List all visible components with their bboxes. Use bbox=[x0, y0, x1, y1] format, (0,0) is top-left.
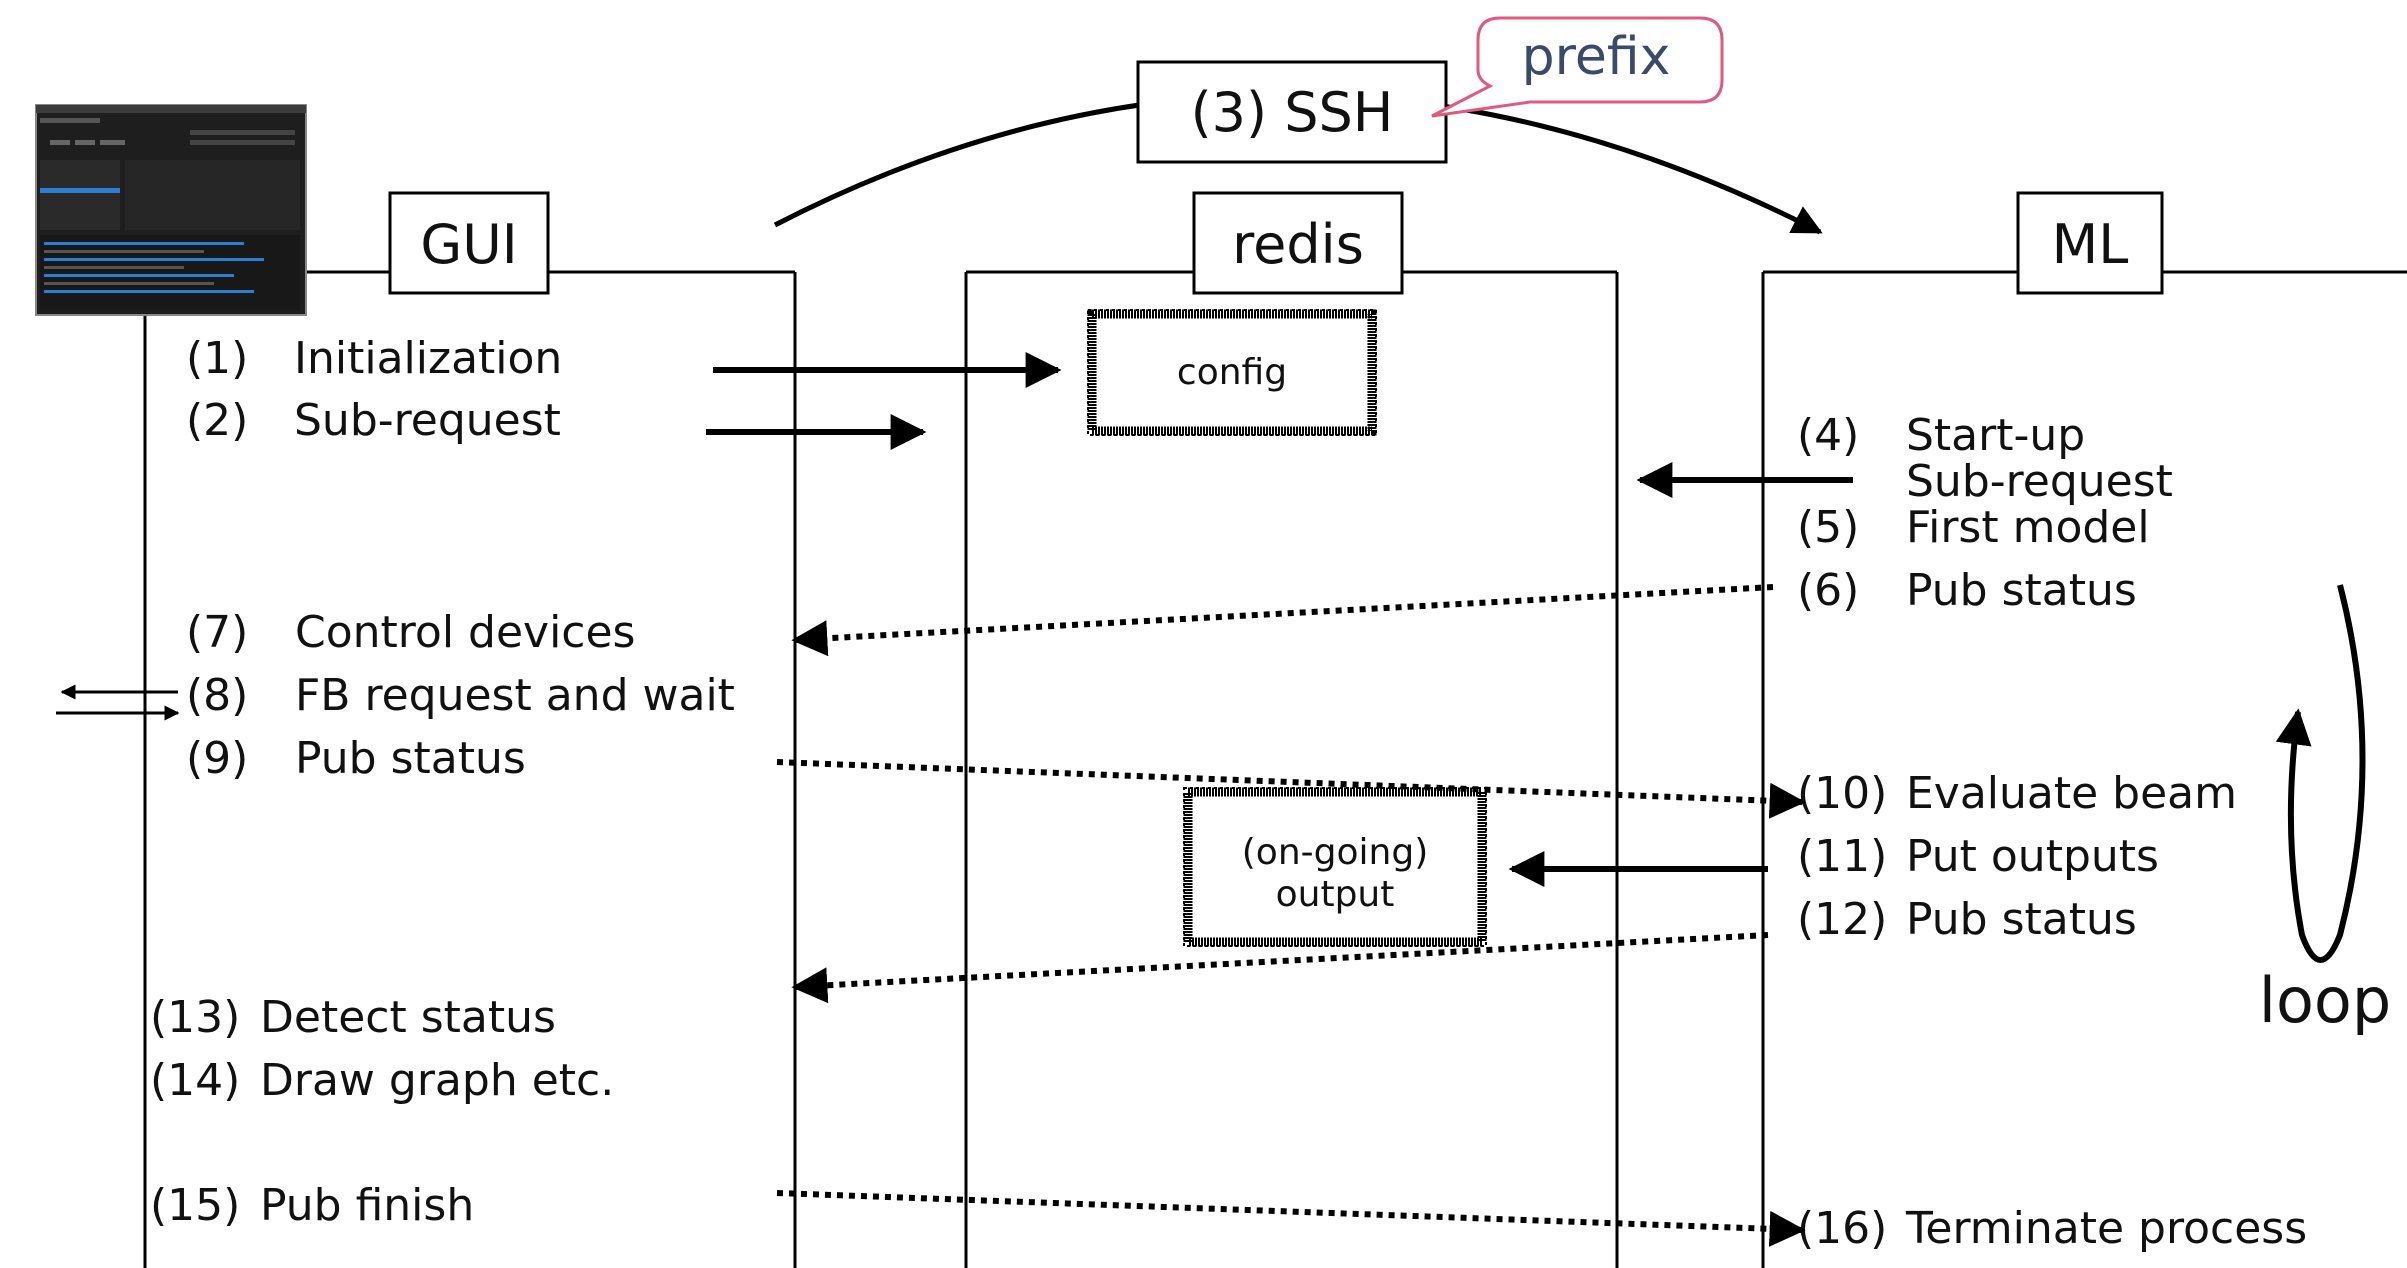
step-label: Draw graph etc. bbox=[260, 1055, 614, 1106]
step-number: (2) bbox=[186, 395, 248, 446]
loop-label: loop bbox=[2259, 964, 2391, 1037]
step-number: (1) bbox=[186, 333, 248, 384]
step-label: Pub finish bbox=[260, 1180, 474, 1231]
step-number: (11) bbox=[1797, 831, 1887, 882]
step-label: Terminate process bbox=[1905, 1203, 2307, 1254]
step-number: (4) bbox=[1797, 410, 1859, 461]
output-label-line1: (on-going) bbox=[1242, 832, 1428, 873]
arrow-ml-pub-status-1 bbox=[791, 584, 1774, 657]
step-label: Evaluate beam bbox=[1906, 768, 2237, 819]
gui-header-label: GUI bbox=[420, 213, 517, 276]
gui-screenshot-thumbnail bbox=[35, 104, 307, 316]
loop-arrow bbox=[2275, 584, 2366, 963]
ml-steps: (4) Start-up Sub-request (5) First model… bbox=[1797, 410, 2307, 1254]
config-label: config bbox=[1177, 352, 1287, 393]
prefix-label: prefix bbox=[1522, 27, 1671, 87]
step-label: Sub-request bbox=[294, 395, 561, 446]
step-label: Start-up bbox=[1906, 410, 2085, 461]
step-number: (9) bbox=[186, 733, 248, 784]
step-number: (6) bbox=[1797, 565, 1859, 616]
ml-header-label: ML bbox=[2052, 213, 2129, 276]
step-number: (12) bbox=[1797, 894, 1887, 945]
gui-steps: (1) Initialization (2) Sub-request (7) C… bbox=[150, 333, 735, 1231]
step-number: (13) bbox=[150, 992, 240, 1043]
step-label: Detect status bbox=[260, 992, 556, 1043]
step-number: (8) bbox=[186, 670, 248, 721]
ssh-box: (3) SSH bbox=[1136, 60, 1448, 164]
step-number: (5) bbox=[1797, 502, 1859, 553]
arrow-pub-finish bbox=[776, 1190, 1806, 1247]
step-number: (10) bbox=[1797, 768, 1887, 819]
step-label: Initialization bbox=[294, 333, 562, 384]
output-label-line2: output bbox=[1276, 874, 1395, 915]
output-box: (on-going) output bbox=[1183, 787, 1487, 947]
step-number: (15) bbox=[150, 1180, 240, 1231]
arrow-gui-pub-status bbox=[776, 759, 1806, 819]
step-label: Control devices bbox=[295, 607, 635, 658]
step-number: (14) bbox=[150, 1055, 240, 1106]
config-box: config bbox=[1087, 309, 1377, 436]
ml-header: ML bbox=[2016, 191, 2164, 295]
step-number: (16) bbox=[1797, 1203, 1887, 1254]
ssh-label: (3) SSH bbox=[1191, 81, 1394, 144]
step-label: Sub-request bbox=[1906, 456, 2173, 507]
step-number: (7) bbox=[186, 607, 248, 658]
redis-column bbox=[964, 270, 1619, 1268]
step-label: Pub status bbox=[295, 733, 526, 784]
step-label: Pub status bbox=[1906, 565, 2137, 616]
step-label: Pub status bbox=[1906, 894, 2137, 945]
ml-column bbox=[1761, 270, 2407, 1268]
redis-header: redis bbox=[1192, 191, 1404, 295]
step-label: Put outputs bbox=[1906, 831, 2159, 882]
arrow-ml-pub-status-2 bbox=[791, 932, 1769, 1004]
step-label: First model bbox=[1906, 502, 2150, 553]
redis-header-label: redis bbox=[1232, 213, 1364, 276]
step-label: FB request and wait bbox=[295, 670, 735, 721]
prefix-callout: prefix bbox=[1431, 16, 1724, 118]
gui-header: GUI bbox=[388, 191, 550, 295]
